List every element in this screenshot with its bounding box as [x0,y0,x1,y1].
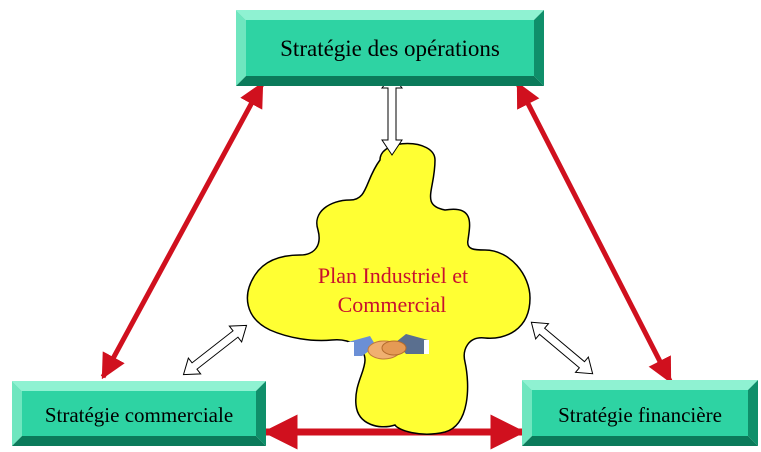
arrow-operations-financiere [515,81,673,384]
center-title-line2: Commercial [338,292,447,317]
box-strategie-commerciale: Stratégie commerciale [12,381,266,446]
handshake-icon [348,334,429,360]
box-strategie-operations: Stratégie des opérations [236,10,544,86]
hollow-arrow-left [182,324,248,376]
hollow-arrow-right [530,321,594,375]
hollow-arrow-top [380,74,404,156]
box-financiere-label: Stratégie financière [558,403,722,427]
center-cloud [246,142,531,435]
box-strategie-financiere: Stratégie financière [522,380,758,446]
center-title-line1: Plan Industriel et [318,263,468,288]
box-commerciale-label: Stratégie commerciale [45,403,233,427]
arrow-operations-commerciale [100,81,265,380]
hollow-arrows [182,74,594,376]
box-operations-label: Stratégie des opérations [280,36,500,61]
red-arrows [100,81,673,450]
